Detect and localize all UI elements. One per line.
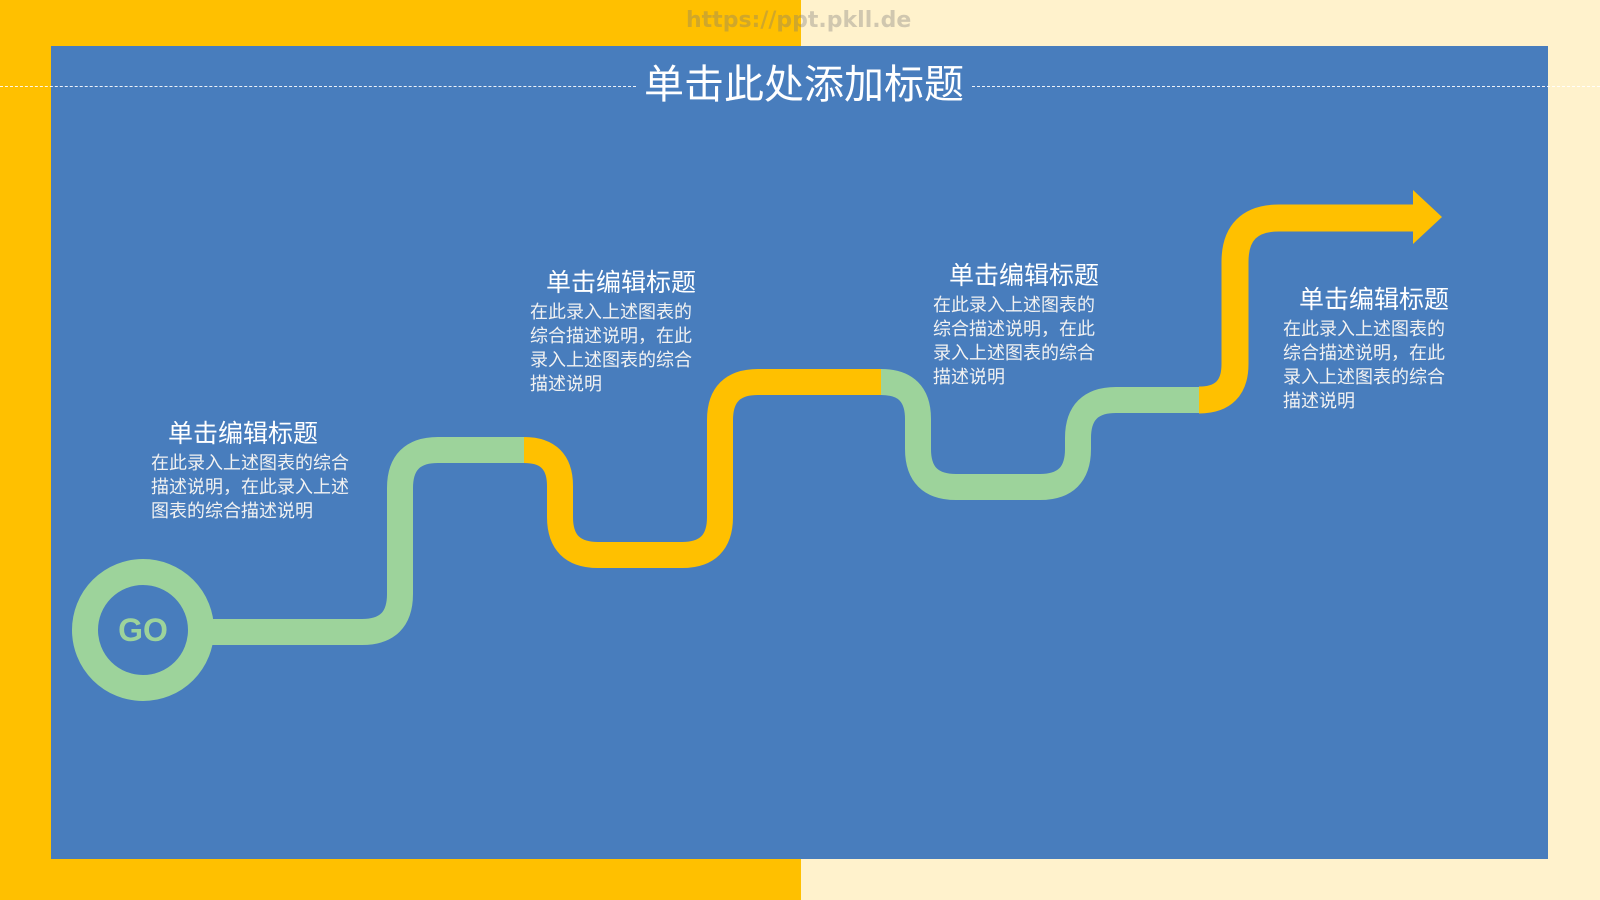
step-2-body-line: 描述说明 bbox=[530, 374, 602, 395]
step-3-body[interactable]: 在此录入上述图表的 综合描述说明，在此 录入上述图表的综合 描述说明 bbox=[933, 294, 1115, 390]
step-4-body-line: 描述说明 bbox=[1283, 391, 1355, 412]
step-2-body-line: 在此录入上述图表的 bbox=[530, 302, 692, 323]
step-3-body-line: 描述说明 bbox=[933, 367, 1005, 388]
step-4: 单击编辑标题 在此录入上述图表的 综合描述说明，在此 录入上述图表的综合 描述说… bbox=[1283, 284, 1465, 414]
step-1-title[interactable]: 单击编辑标题 bbox=[167, 419, 318, 448]
step-1-body-line: 图表的综合描述说明 bbox=[151, 501, 313, 522]
step-2: 单击编辑标题 在此录入上述图表的 综合描述说明，在此 录入上述图表的综合 描述说… bbox=[530, 267, 712, 397]
step-2-body[interactable]: 在此录入上述图表的 综合描述说明，在此 录入上述图表的综合 描述说明 bbox=[530, 301, 712, 397]
arrow-right-icon bbox=[1413, 190, 1442, 244]
step-4-body-line: 在此录入上述图表的 bbox=[1283, 319, 1445, 340]
step-3-body-line: 录入上述图表的综合 bbox=[933, 343, 1095, 364]
road-segment-4 bbox=[1198, 204, 1414, 414]
road-segment-3 bbox=[880, 369, 1199, 500]
step-4-title[interactable]: 单击编辑标题 bbox=[1298, 285, 1449, 314]
road-segment-1 bbox=[200, 437, 524, 645]
go-label[interactable]: GO bbox=[118, 612, 168, 648]
step-3: 单击编辑标题 在此录入上述图表的 综合描述说明，在此 录入上述图表的综合 描述说… bbox=[933, 260, 1115, 390]
step-1-body-line: 在此录入上述图表的综合 bbox=[151, 453, 349, 474]
title-divider-left bbox=[0, 86, 636, 87]
road-segment-2 bbox=[523, 369, 881, 568]
step-1: 单击编辑标题 在此录入上述图表的综合 描述说明，在此录入上述 图表的综合描述说明 bbox=[151, 418, 375, 524]
content-panel bbox=[51, 46, 1548, 859]
watermark: https://ppt.pkll.de bbox=[686, 8, 912, 33]
title-divider-right bbox=[972, 86, 1600, 87]
step-4-body-line: 综合描述说明，在此 bbox=[1283, 343, 1445, 364]
step-2-body-line: 录入上述图表的综合 bbox=[530, 350, 692, 371]
step-4-body-line: 录入上述图表的综合 bbox=[1283, 367, 1445, 388]
step-2-body-line: 综合描述说明，在此 bbox=[530, 326, 692, 347]
step-3-title[interactable]: 单击编辑标题 bbox=[948, 261, 1099, 290]
page-title[interactable]: 单击此处添加标题 bbox=[644, 62, 964, 108]
step-2-title[interactable]: 单击编辑标题 bbox=[545, 268, 696, 297]
step-3-body-line: 综合描述说明，在此 bbox=[933, 319, 1095, 340]
step-1-body[interactable]: 在此录入上述图表的综合 描述说明，在此录入上述 图表的综合描述说明 bbox=[151, 452, 375, 524]
step-3-body-line: 在此录入上述图表的 bbox=[933, 295, 1095, 316]
step-1-body-line: 描述说明，在此录入上述 bbox=[151, 477, 349, 498]
step-4-body[interactable]: 在此录入上述图表的 综合描述说明，在此 录入上述图表的综合 描述说明 bbox=[1283, 318, 1465, 414]
